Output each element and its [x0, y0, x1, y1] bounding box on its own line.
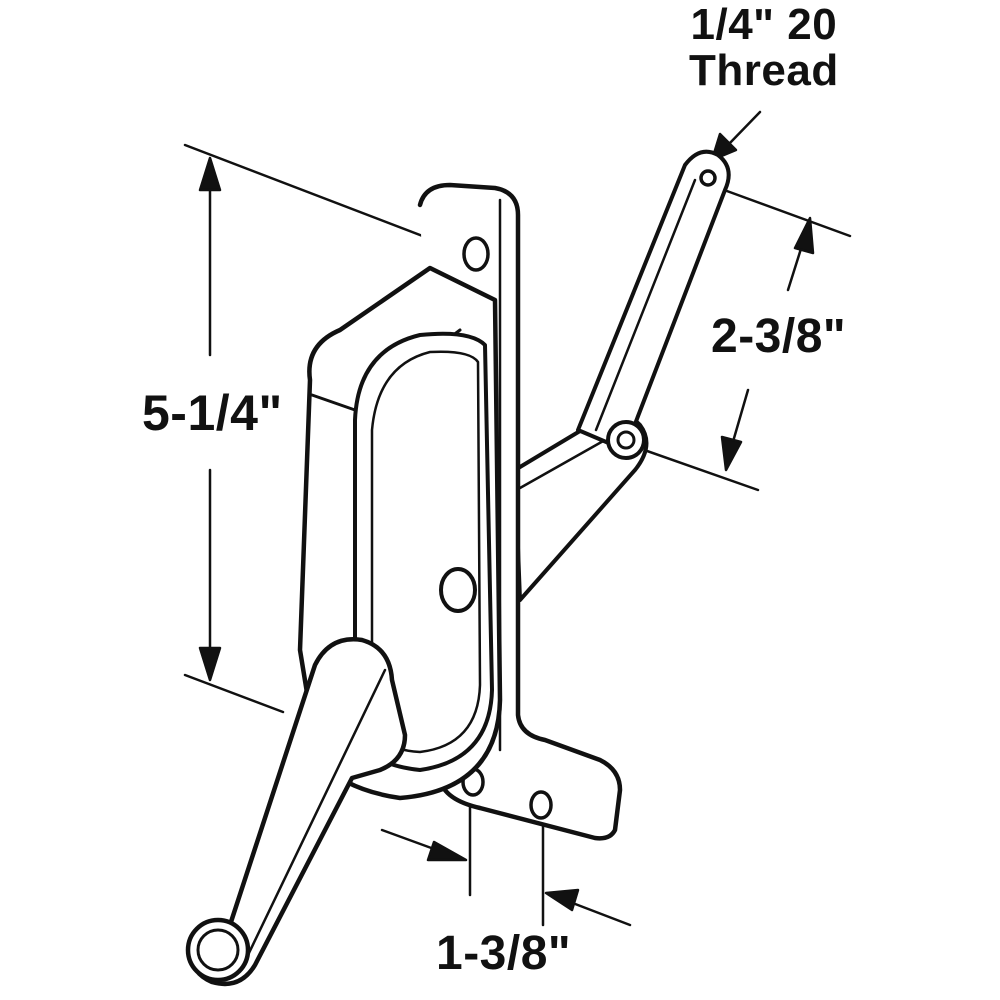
base-hole-spacing-label: 1-3/8" [436, 927, 572, 980]
height-arrow-down [198, 646, 222, 682]
lower-link-edge [518, 438, 607, 490]
linkage-arms [513, 149, 731, 602]
base-hole-right-icon [529, 790, 553, 820]
arm-extension-bottom [628, 443, 760, 492]
thread-hole-icon [699, 169, 717, 187]
thread-spec-line2: Thread [689, 46, 839, 96]
thread-spec-line1: 1/4" 20 [690, 0, 838, 49]
dimension-guides [183, 110, 852, 927]
holes-arrow-left [426, 840, 468, 862]
arm-arrow-down [720, 435, 743, 472]
top-mounting-hole-icon [462, 236, 490, 272]
thread-leader-line [726, 110, 762, 147]
crank-handle [185, 637, 408, 987]
elbow-rivet-icon [616, 430, 636, 450]
thread-spec-label: 1/4" 20 Thread [689, 0, 839, 96]
overall-height-label: 5-1/4" [142, 385, 283, 441]
upper-link-edge [594, 178, 697, 432]
holes-dimension-line-right [568, 900, 632, 927]
upper-link-arm [576, 149, 731, 452]
height-arrow-up [198, 156, 222, 192]
holes-arrow-right [544, 888, 580, 912]
shaft-hole-icon [439, 567, 477, 613]
arm-extension-top [703, 181, 852, 238]
arm-arrow-up [793, 216, 815, 255]
crank-lever-edge [246, 668, 387, 957]
arm-hole-spacing-label: 2-3/8" [711, 310, 847, 363]
gear-housing [297, 265, 503, 801]
height-extension-bottom [183, 673, 285, 714]
crank-knob-cap-icon [196, 928, 240, 972]
